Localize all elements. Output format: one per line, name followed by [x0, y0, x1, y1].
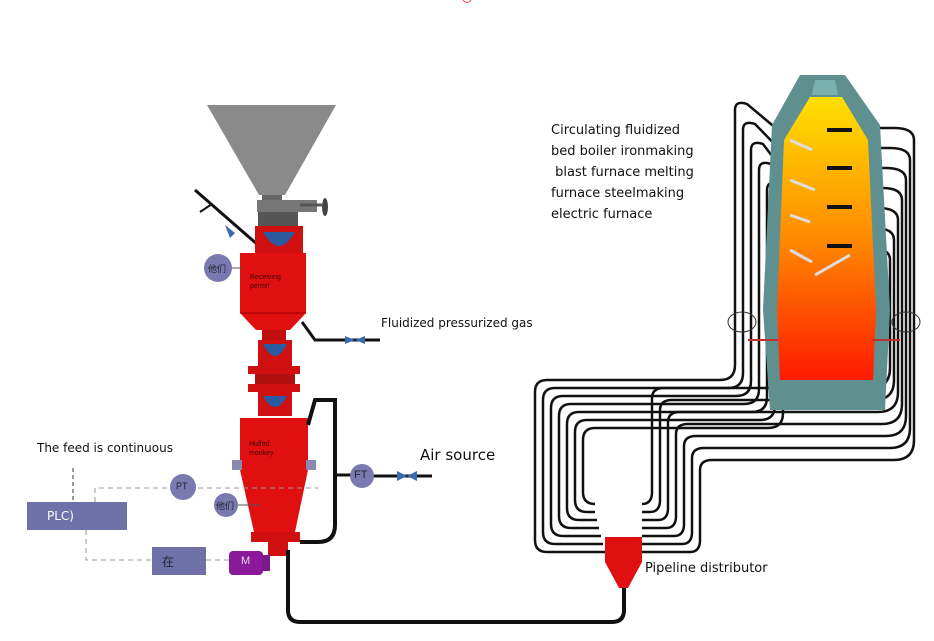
furnace-types-label: Circulating fluidized bed boiler ironmak… — [551, 120, 694, 225]
top-mark — [462, 0, 472, 3]
gauge-label-1: 他们 — [208, 264, 227, 274]
furnace-type-line: bed boiler ironmaking — [551, 144, 694, 159]
motor — [229, 551, 263, 575]
conveying-pipe — [581, 221, 797, 506]
vessel-label-line: permit — [250, 283, 270, 290]
fluffed-vessel — [240, 418, 308, 470]
air-source-label: Air source — [420, 446, 496, 464]
conveying-pipe — [549, 141, 791, 538]
plc-box — [27, 502, 127, 530]
gauge-circle-3 — [214, 493, 238, 517]
conveying-pipe — [642, 186, 904, 530]
ft-label: FT — [354, 469, 368, 481]
gauge-circle-1 — [204, 254, 232, 282]
feed-continuous-label: The feed is continuous — [37, 441, 173, 455]
vessel-label-line: Receiving — [250, 274, 281, 281]
conveying-pipe — [642, 146, 912, 546]
furnace-type-line: electric furnace — [551, 207, 653, 222]
main-pipeline — [286, 550, 626, 624]
controller-label: 在 — [162, 555, 175, 569]
receiving-vessel-label: Receiving permit — [250, 273, 281, 291]
controller-box — [152, 547, 206, 575]
motor-label: M — [241, 555, 251, 567]
feed-hopper — [207, 105, 336, 195]
conveying-pipe — [642, 166, 908, 538]
furnace-type-line: Circulating fluidized — [551, 123, 681, 138]
furnace-type-line: blast furnace melting — [551, 165, 694, 180]
fluffed-vessel-label: Huffed monkey — [249, 440, 274, 458]
gauge-circle-2 — [170, 474, 196, 500]
conveying-pipe — [642, 206, 900, 522]
ft-circle — [350, 464, 374, 488]
fluidized-gas-label: Fluidized pressurized gas — [381, 316, 533, 330]
plc-label: PLC) — [47, 509, 74, 523]
receiving-vessel — [240, 253, 306, 313]
pipeline-distributor — [605, 537, 642, 588]
conveying-pipe — [642, 126, 916, 554]
conveying-pipe — [557, 161, 792, 530]
gauge-label-3: 他们 — [216, 501, 235, 511]
gauge-label-2: PT — [176, 481, 188, 491]
pipeline-distributor-label: Pipeline distributor — [645, 561, 768, 576]
furnace-type-line: furnace steelmaking — [551, 186, 685, 201]
vessel-label-line: monkey — [249, 450, 274, 457]
conveying-pipe — [541, 121, 791, 546]
conveying-pipe — [565, 181, 792, 522]
vessel-label-line: Huffed — [249, 441, 270, 448]
conveying-pipe — [533, 101, 791, 554]
